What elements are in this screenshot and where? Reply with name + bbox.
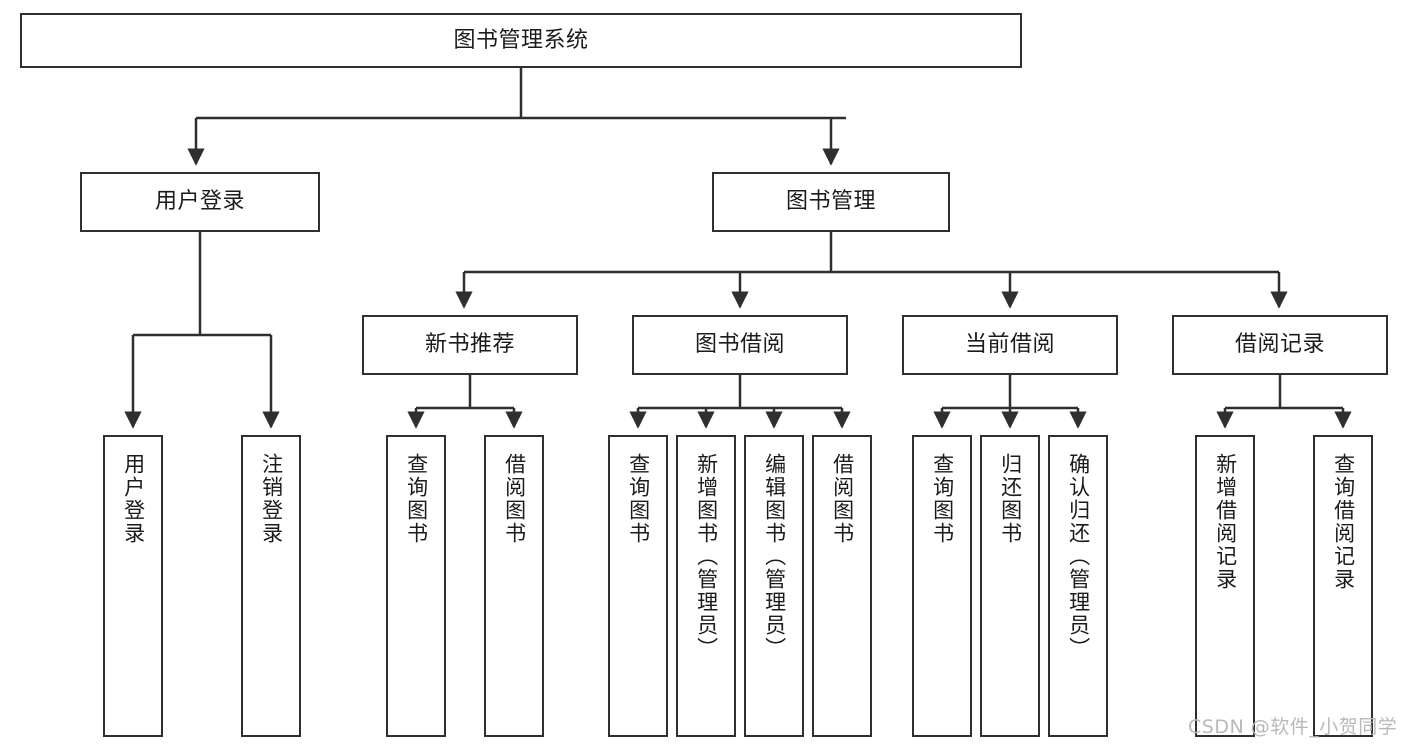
node-leaf-label: 查询图书 xyxy=(404,453,429,545)
node-leaf-label: 归还图书 xyxy=(998,453,1023,545)
node-leaf-label: 确认归还（管理员） xyxy=(1066,453,1091,660)
node-leaf-label: 查询借阅记录 xyxy=(1331,453,1356,591)
node-leaf-label: 查询图书 xyxy=(930,453,955,545)
node-leaf-label: 用户登录 xyxy=(121,453,146,545)
node-leaf-record-query[interactable]: 查询借阅记录 xyxy=(1313,435,1373,737)
node-leaf-borrow-borrow-book[interactable]: 借阅图书 xyxy=(812,435,872,737)
node-book-management-label: 图书管理 xyxy=(785,189,876,215)
node-current-borrow[interactable]: 当前借阅 xyxy=(902,315,1118,375)
node-book-management[interactable]: 图书管理 xyxy=(712,172,950,232)
node-leaf-borrow-add-book-admin[interactable]: 新增图书（管理员） xyxy=(676,435,736,737)
node-current-borrow-label: 当前借阅 xyxy=(964,332,1055,358)
node-leaf-current-return[interactable]: 归还图书 xyxy=(980,435,1040,737)
node-leaf-user-login-login[interactable]: 用户登录 xyxy=(103,435,163,737)
node-leaf-record-add[interactable]: 新增借阅记录 xyxy=(1195,435,1255,737)
node-leaf-label: 借阅图书 xyxy=(502,453,527,545)
node-leaf-user-login-logout[interactable]: 注销登录 xyxy=(241,435,301,737)
node-leaf-borrow-edit-book-admin[interactable]: 编辑图书（管理员） xyxy=(744,435,804,737)
node-leaf-borrow-query[interactable]: 查询图书 xyxy=(608,435,668,737)
node-borrow-record-label: 借阅记录 xyxy=(1234,332,1325,358)
node-new-book-recommend[interactable]: 新书推荐 xyxy=(362,315,578,375)
node-leaf-label: 查询图书 xyxy=(626,453,651,545)
node-root-book-management-system[interactable]: 图书管理系统 xyxy=(20,13,1022,68)
node-borrow-record[interactable]: 借阅记录 xyxy=(1172,315,1388,375)
node-leaf-label: 借阅图书 xyxy=(830,453,855,545)
node-leaf-label: 新增借阅记录 xyxy=(1213,453,1238,591)
node-book-borrow[interactable]: 图书借阅 xyxy=(632,315,848,375)
node-user-login-label: 用户登录 xyxy=(154,189,245,215)
node-leaf-new-book-borrow[interactable]: 借阅图书 xyxy=(484,435,544,737)
node-leaf-new-book-query[interactable]: 查询图书 xyxy=(386,435,446,737)
node-user-login[interactable]: 用户登录 xyxy=(80,172,320,232)
node-root-label: 图书管理系统 xyxy=(453,27,589,53)
watermark-text: CSDN @软件_小贺同学 xyxy=(1188,716,1398,738)
node-leaf-current-confirm-return-admin[interactable]: 确认归还（管理员） xyxy=(1048,435,1108,737)
node-leaf-current-query[interactable]: 查询图书 xyxy=(912,435,972,737)
node-new-book-recommend-label: 新书推荐 xyxy=(424,332,515,358)
node-book-borrow-label: 图书借阅 xyxy=(694,332,785,358)
node-leaf-label: 注销登录 xyxy=(259,453,284,545)
node-leaf-label: 编辑图书（管理员） xyxy=(762,453,787,660)
node-leaf-label: 新增图书（管理员） xyxy=(694,453,719,660)
